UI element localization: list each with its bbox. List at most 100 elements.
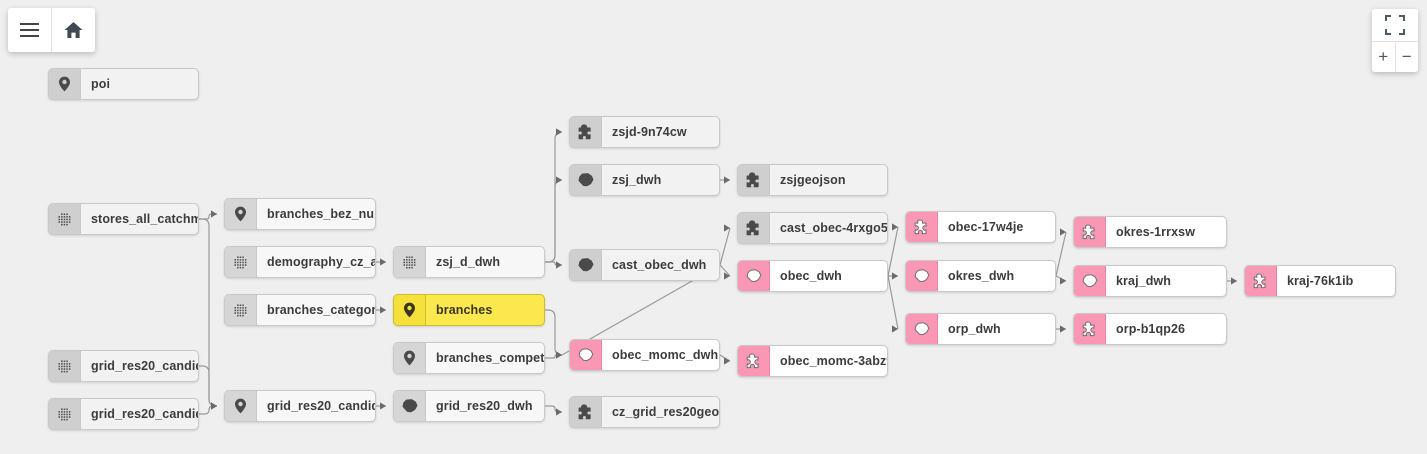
menu-button[interactable] (8, 8, 51, 52)
graph-node-label: okres_dwh (948, 269, 1015, 283)
graph-node-label: orp_dwh (948, 322, 1001, 336)
graph-edge-arrowhead (380, 258, 386, 266)
graph-edge (545, 261, 562, 266)
grid-dots-icon (49, 204, 81, 234)
graph-node-label: zsj_d_dwh (436, 255, 501, 269)
graph-edge-arrowhead (211, 210, 217, 218)
graph-node-cast_obec_dwh[interactable]: cast_obec_dwh (569, 249, 720, 281)
graph-node-zsj_dwh[interactable]: zsj_dwh (569, 164, 720, 196)
graph-edge-arrowhead (1060, 325, 1066, 333)
polygon-icon (906, 261, 938, 291)
grid-dots-icon (49, 351, 81, 381)
fit-to-screen-icon (1385, 15, 1405, 35)
graph-edge (719, 354, 731, 362)
graph-node-grid_res20_cand_a[interactable]: grid_res20_candidate (48, 350, 199, 382)
puzzle-icon (738, 213, 770, 243)
graph-edge-arrowhead (556, 408, 562, 416)
graph-edge (1055, 231, 1067, 277)
graph-node-label: branches (436, 303, 493, 317)
graph-node-branches_competitive[interactable]: branches_competitive (393, 342, 545, 374)
puzzle-icon (1074, 217, 1106, 247)
puzzle-icon (906, 212, 938, 242)
graph-node-zsj_d_dwh[interactable]: zsj_d_dwh (393, 246, 545, 278)
graph-edge-arrowhead (724, 357, 730, 365)
grid-dots-icon (225, 295, 257, 325)
graph-node-branches_bez_null[interactable]: branches_bez_null (224, 198, 376, 230)
graph-node-label: zsjd-9n74cw (612, 125, 687, 139)
graph-node-orp_dwh[interactable]: orp_dwh (905, 313, 1056, 345)
graph-edge-arrowhead (892, 272, 898, 280)
graph-node-label: grid_res20_candidate (91, 407, 198, 421)
map-pin-icon (49, 69, 81, 99)
graph-edge (199, 213, 217, 220)
graph-edge (545, 309, 563, 356)
fit-to-screen-button[interactable] (1372, 9, 1418, 41)
graph-node-kraj_dwh[interactable]: kraj_dwh (1073, 265, 1227, 297)
zoom-out-button[interactable]: − (1394, 42, 1418, 72)
home-button[interactable] (51, 8, 95, 52)
top-right-toolbar: + − (1372, 9, 1418, 72)
graph-node-branches_categories[interactable]: branches_categories_ (224, 294, 376, 326)
graph-node-obec_momc3abz9t[interactable]: obec_momc-3abz9t (737, 345, 888, 377)
puzzle-icon (570, 117, 602, 147)
graph-node-okres_dwh[interactable]: okres_dwh (905, 260, 1056, 292)
polygon-icon (570, 165, 602, 195)
graph-node-obec_dwh[interactable]: obec_dwh (737, 260, 888, 292)
graph-node-label: cast_obec_dwh (612, 258, 707, 272)
graph-edge-arrowhead (556, 351, 562, 359)
graph-node-cz_grid_res20geojson[interactable]: cz_grid_res20geojsor (569, 396, 720, 428)
graph-edge (719, 264, 731, 277)
graph-node-label: demography_cz_age_ (267, 255, 375, 269)
puzzle-icon (738, 346, 770, 376)
graph-edge-arrowhead (556, 351, 562, 359)
graph-node-orpb1qp26[interactable]: orp-b1qp26 (1073, 313, 1227, 345)
graph-node-label: kraj-76k1ib (1287, 274, 1354, 288)
polygon-icon (570, 340, 602, 370)
graph-node-label: obec-17w4je (948, 220, 1024, 234)
graph-node-label: grid_res20_candidate (91, 359, 198, 373)
graph-node-label: branches_competitive (436, 351, 544, 365)
graph-edge-arrowhead (892, 325, 898, 333)
graph-node-obec_momc_dwh[interactable]: obec_momc_dwh (569, 339, 720, 371)
graph-edge (199, 405, 217, 415)
graph-node-label: poi (91, 77, 111, 91)
graph-edge-arrowhead (1231, 277, 1237, 285)
graph-edge-arrowhead (724, 224, 730, 232)
graph-edge (887, 275, 899, 330)
graph-node-stores_all_catchment[interactable]: stores_all_catchment (48, 203, 199, 235)
graph-edge (199, 218, 217, 407)
polygon-icon (738, 261, 770, 291)
graph-node-poi[interactable]: poi (48, 68, 199, 100)
graph-node-obec17w4je[interactable]: obec-17w4je (905, 211, 1056, 243)
graph-node-grid_res20_cand_c[interactable]: grid_res20_candidate (224, 390, 376, 422)
graph-node-label: grid_res20_dwh (436, 399, 533, 413)
graph-edge-arrowhead (211, 402, 217, 410)
graph-node-label: obec_dwh (780, 269, 842, 283)
graph-node-okres1rrxsw[interactable]: okres-1rrxsw (1073, 216, 1227, 248)
puzzle-icon (738, 165, 770, 195)
puzzle-icon (1245, 266, 1277, 296)
map-pin-icon (225, 199, 257, 229)
graph-node-branches[interactable]: branches (393, 294, 545, 326)
graph-node-zsjd9n74cw[interactable]: zsjd-9n74cw (569, 116, 720, 148)
graph-node-grid_res20_cand_b[interactable]: grid_res20_candidate (48, 398, 199, 430)
graph-node-label: zsjgeojson (780, 173, 846, 187)
graph-node-zsjgeojson[interactable]: zsjgeojson (737, 164, 888, 196)
graph-node-kraj76k1ib[interactable]: kraj-76k1ib (1244, 265, 1396, 297)
graph-node-label: orp-b1qp26 (1116, 322, 1186, 336)
graph-node-grid_res20_dwh[interactable]: grid_res20_dwh (393, 390, 545, 422)
graph-node-demography_cz_age[interactable]: demography_cz_age_ (224, 246, 376, 278)
graph-edge-arrowhead (1060, 228, 1066, 236)
graph-edge-arrowhead (892, 223, 898, 231)
graph-node-cast_obec4rxgo5[interactable]: cast_obec-4rxgo5 (737, 212, 888, 244)
graph-edge-arrowhead (724, 176, 730, 184)
graph-node-label: grid_res20_candidate (267, 399, 375, 413)
grid-dots-icon (49, 399, 81, 429)
graph-edge (719, 227, 731, 266)
zoom-in-button[interactable]: + (1372, 42, 1395, 72)
home-icon (64, 21, 83, 39)
graph-node-label: stores_all_catchment (91, 212, 198, 226)
grid-dots-icon (225, 247, 257, 277)
graph-edge (1055, 275, 1067, 282)
